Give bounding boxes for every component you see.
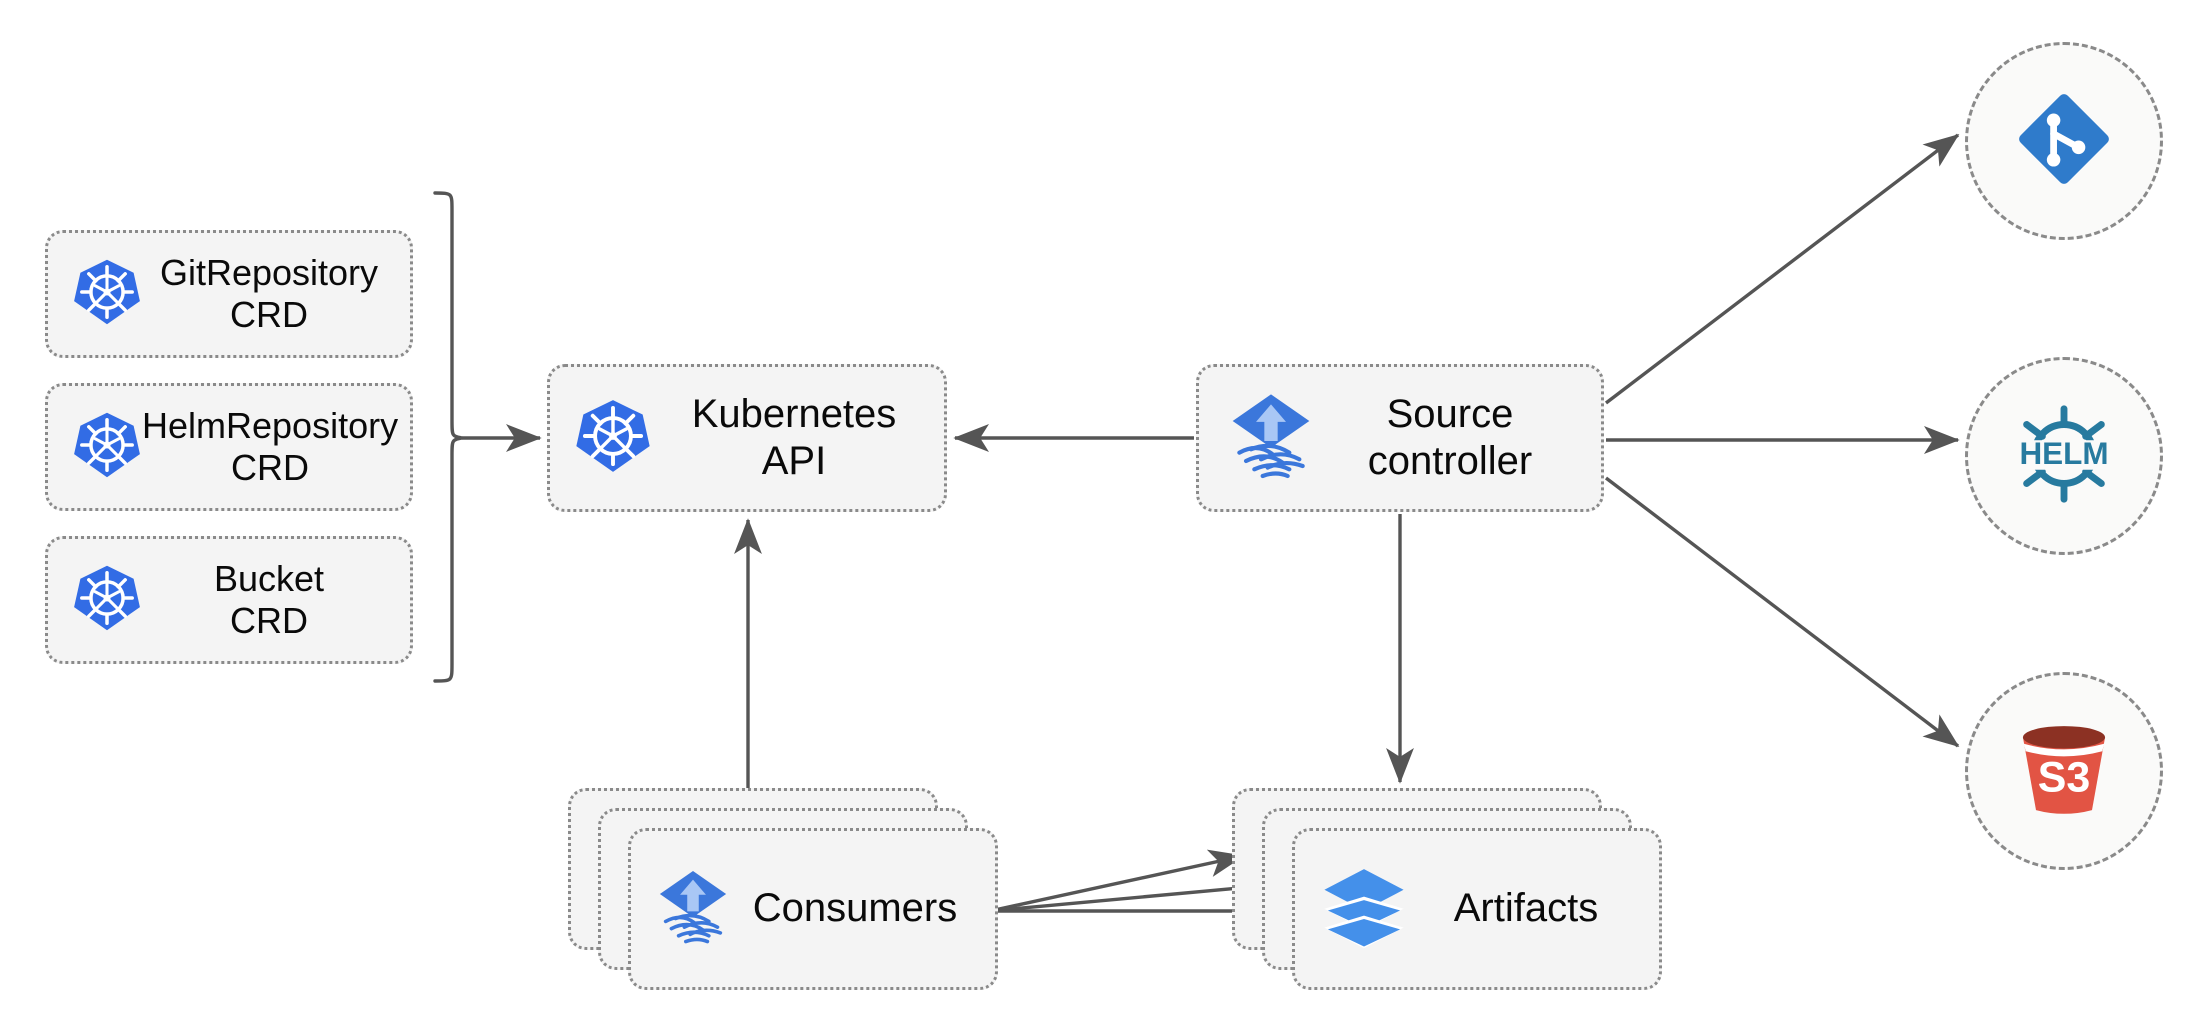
crd-group-brace: [433, 191, 463, 683]
node-helmrepository-crd[interactable]: HelmRepository CRD: [45, 383, 413, 511]
node-label: Source controller: [1367, 391, 1533, 483]
edge-source-controller-to-s3: [1604, 476, 1960, 748]
consumers-stack-layer-front[interactable]: Consumers: [628, 828, 998, 990]
artifacts-stack-layer-front[interactable]: Artifacts: [1292, 828, 1662, 990]
node-consumers[interactable]: Consumers: [568, 788, 998, 990]
node-kubernetes-api[interactable]: Kubernetes API: [547, 364, 947, 512]
external-source-helm[interactable]: HELM: [1965, 357, 2163, 555]
external-source-git[interactable]: [1965, 42, 2163, 240]
node-bucket-crd[interactable]: Bucket CRD: [45, 536, 413, 664]
helm-icon: HELM: [2005, 395, 2123, 518]
node-label: Bucket CRD: [213, 557, 325, 641]
kubernetes-icon: [72, 257, 142, 332]
s3-bucket-icon: S3: [2008, 713, 2120, 830]
git-icon: [2012, 87, 2116, 196]
node-artifacts[interactable]: Artifacts: [1232, 788, 1662, 990]
edge-consumers-to-artifacts-1: [989, 849, 1245, 913]
edge-consumers-to-artifacts-2: [989, 874, 1274, 913]
node-label: Kubernetes API: [691, 391, 897, 483]
kubernetes-icon: [574, 397, 652, 480]
edge-source-controller-to-git: [1604, 133, 1960, 405]
node-label: HelmRepository CRD: [142, 404, 399, 488]
external-source-s3[interactable]: S3: [1965, 672, 2163, 870]
node-gitrepository-crd[interactable]: GitRepository CRD: [45, 230, 413, 358]
layers-icon: [1321, 864, 1407, 955]
flux-icon: [657, 868, 729, 951]
kubernetes-icon: [72, 563, 142, 638]
node-label: Artifacts: [1453, 886, 1599, 931]
kubernetes-icon: [72, 410, 142, 485]
node-label: Consumers: [752, 886, 958, 931]
s3-wordmark: S3: [2038, 753, 2091, 801]
node-source-controller[interactable]: Source controller: [1196, 364, 1604, 512]
helm-wordmark: HELM: [2019, 435, 2108, 470]
flux-icon: [1229, 391, 1313, 486]
node-label: GitRepository CRD: [159, 251, 379, 335]
